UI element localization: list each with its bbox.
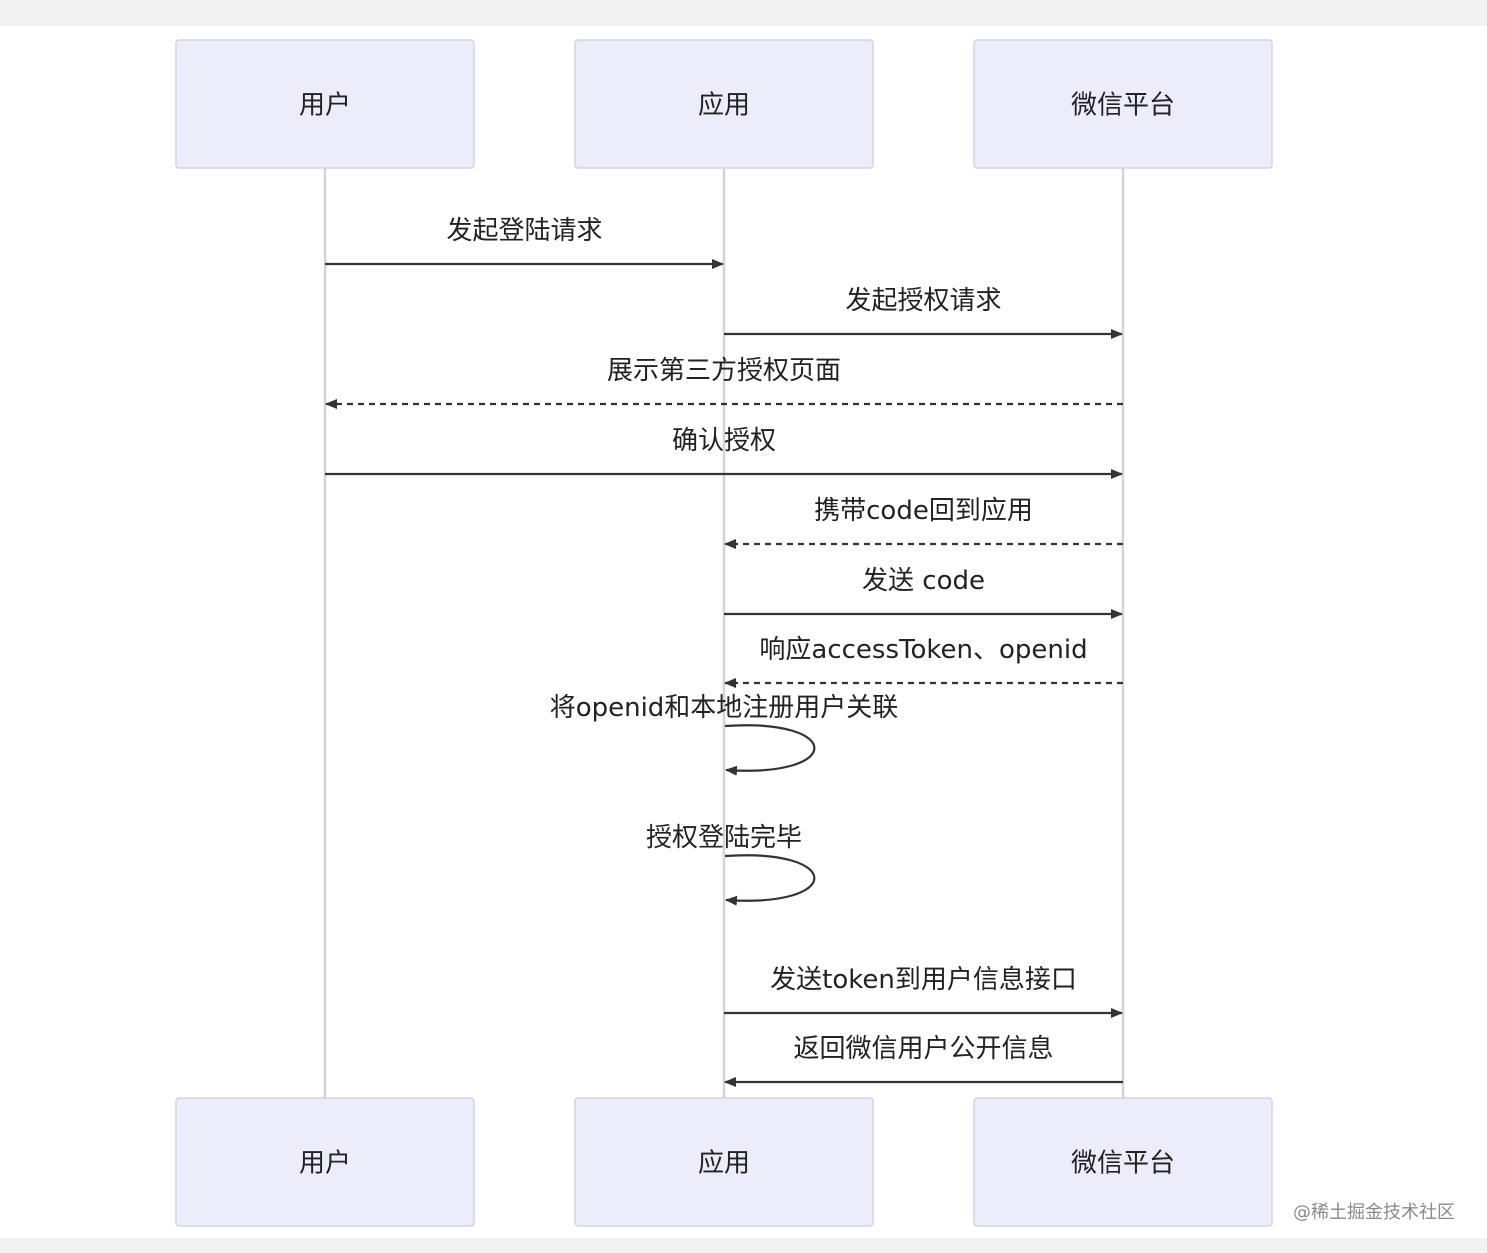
- participant-box-bottom-user: 用户: [175, 1097, 475, 1227]
- message-6: 发送 code: [724, 566, 1123, 619]
- message-5: 携带code回到应用: [724, 496, 1123, 549]
- message-2: 发起授权请求: [724, 286, 1123, 339]
- self-message-arrow: [724, 724, 816, 776]
- participant-rect: [973, 39, 1273, 169]
- participant-rect: [973, 1097, 1273, 1227]
- participant-box-bottom-wechat-platform: 微信平台: [973, 1097, 1273, 1227]
- watermark-text: @稀土掘金技术社区: [1293, 1202, 1455, 1223]
- participant-rect: [175, 1097, 475, 1227]
- message-3: 展示第三方授权页面: [325, 356, 1123, 409]
- message-label: 确认授权: [672, 426, 776, 456]
- participant-label: 微信平台: [1071, 91, 1175, 121]
- message-10: 发送token到用户信息接口: [724, 965, 1123, 1018]
- participant-label: 应用: [698, 91, 750, 121]
- self-message-arrow: [724, 854, 816, 906]
- participant-rect: [175, 39, 475, 169]
- sequence-diagram: 用户应用微信平台 用户应用微信平台 发起登陆请求发起授权请求展示第三方授权页面确…: [175, 39, 1455, 1227]
- message-label: 将openid和本地注册用户关联: [550, 693, 899, 723]
- participant-box-top-app: 应用: [574, 39, 874, 169]
- message-4: 确认授权: [325, 426, 1123, 479]
- message-label: 返回微信用户公开信息: [793, 1034, 1053, 1064]
- message-label: 携带code回到应用: [814, 496, 1033, 526]
- sequence-diagram-canvas: 用户应用微信平台 用户应用微信平台 发起登陆请求发起授权请求展示第三方授权页面确…: [0, 26, 1487, 1238]
- participant-label: 应用: [698, 1149, 750, 1179]
- message-11: 返回微信用户公开信息: [724, 1034, 1123, 1087]
- participant-label: 用户: [299, 1149, 351, 1179]
- participant-label: 用户: [299, 91, 351, 121]
- message-label: 展示第三方授权页面: [607, 356, 841, 386]
- message-7: 响应accessToken、openid: [724, 635, 1123, 688]
- participant-box-top-user: 用户: [175, 39, 475, 169]
- message-label: 发起授权请求: [845, 286, 1001, 316]
- message-label: 响应accessToken、openid: [759, 635, 1087, 665]
- participant-rect: [574, 39, 874, 169]
- message-label: 授权登陆完毕: [646, 823, 802, 853]
- participant-box-top-wechat-platform: 微信平台: [973, 39, 1273, 169]
- message-label: 发送token到用户信息接口: [770, 965, 1077, 995]
- participant-label: 微信平台: [1071, 1149, 1175, 1179]
- message-label: 发送 code: [862, 566, 985, 596]
- message-label: 发起登陆请求: [446, 216, 602, 246]
- message-1: 发起登陆请求: [325, 216, 724, 269]
- participant-box-bottom-app: 应用: [574, 1097, 874, 1227]
- participant-rect: [574, 1097, 874, 1227]
- message-8: 将openid和本地注册用户关联: [550, 693, 899, 776]
- message-9: 授权登陆完毕: [646, 823, 816, 906]
